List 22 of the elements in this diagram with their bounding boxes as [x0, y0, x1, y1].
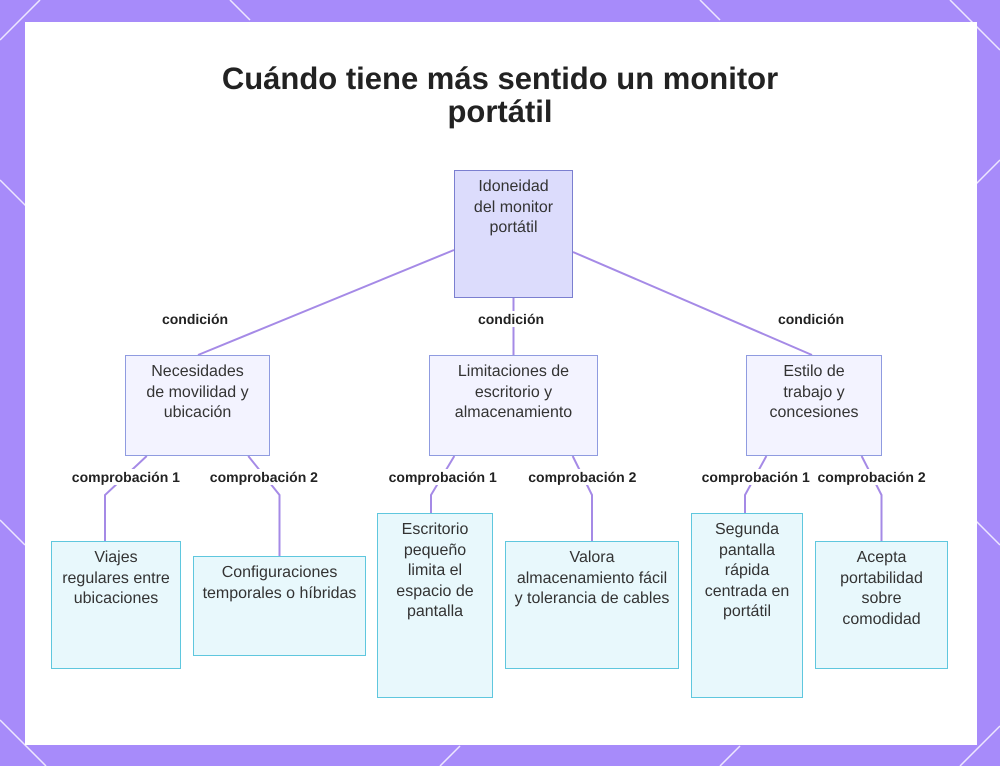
edge-label: condición: [776, 311, 846, 327]
edge-label: comprobación 2: [208, 469, 320, 485]
edge-label: comprobación 2: [815, 469, 928, 485]
root-box: Idoneidad del monitor portátil: [454, 170, 573, 298]
diagram-title: Cuándo tiene más sentido un monitor portátil: [220, 62, 780, 128]
category-box: Estilo de trabajo y concesiones: [746, 355, 882, 456]
criterion-box: Valora almacenamiento fácil y tolerancia de cables: [505, 541, 679, 669]
edge-label: comprobación 1: [700, 469, 812, 485]
connector-line: [572, 251, 812, 356]
category-box: Necesidades de movilidad y ubicación: [125, 355, 270, 456]
edge-label: comprobación 1: [70, 469, 182, 485]
criterion-box: Acepta portabilidad sobre comodidad: [815, 541, 948, 669]
category-box: Limitaciones de escritorio y almacenamiento: [429, 355, 598, 456]
edge-label: condición: [476, 311, 546, 327]
edge-label: comprobación 1: [386, 469, 499, 485]
criterion-box: Segunda pantalla rápida centrada en portátil: [691, 513, 803, 698]
edge-label: condición: [160, 311, 230, 327]
criterion-box: Viajes regulares entre ubicaciones: [51, 541, 181, 669]
criterion-box: Configuraciones temporales o híbridas: [193, 556, 366, 656]
criterion-box: Escritorio pequeño limita el espacio de pantalla: [377, 513, 493, 698]
connector-line: [198, 249, 454, 356]
edge-label: comprobación 2: [526, 469, 638, 485]
